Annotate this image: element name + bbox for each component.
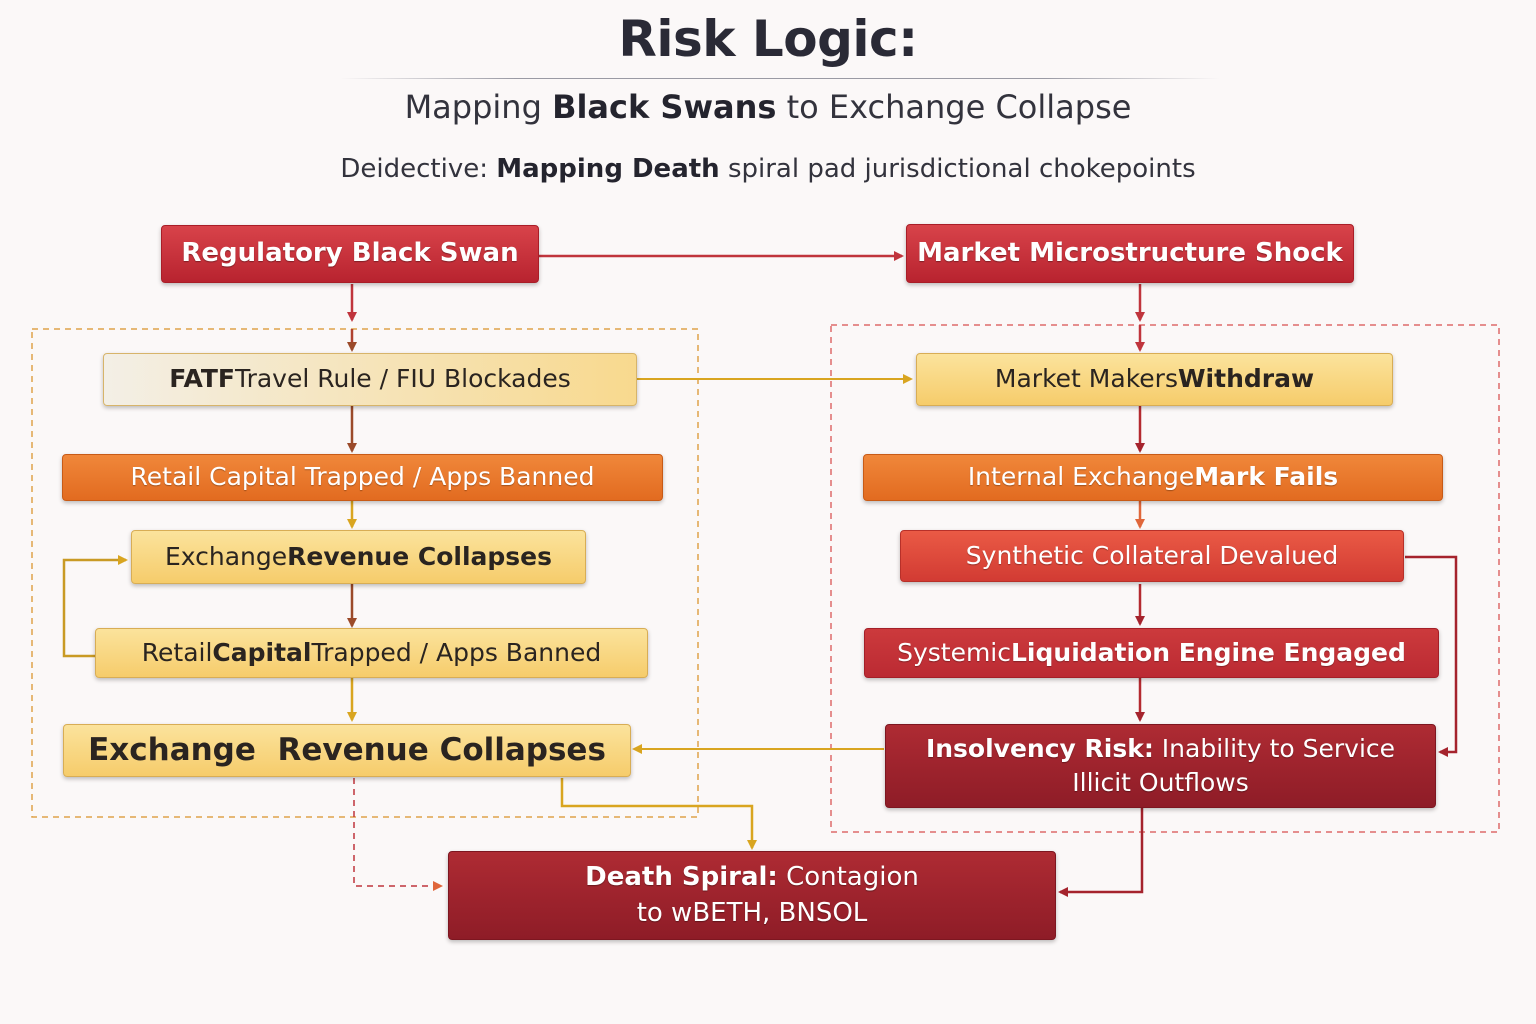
node-retail-capital-trapped-1: Retail Capital Trapped / Apps Banned — [62, 454, 663, 501]
node-death-spiral: Death Spiral: Contagion to wBETH, BNSOL — [448, 851, 1056, 940]
node-systemic-liquidation-engine: Systemic Liquidation Engine Engaged — [864, 628, 1439, 678]
node-retail-capital-trapped-2: Retail Capital Trapped / Apps Banned — [95, 628, 648, 678]
page-title: Risk Logic: — [618, 10, 918, 68]
arrow-revenue-to-death — [560, 778, 757, 850]
node-fatf-travel-rule: FATF Travel Rule / FIU Blockades — [103, 353, 637, 406]
subtitle: Mapping Black Swans to Exchange Collapse — [404, 88, 1132, 126]
tagline: Deidective: Mapping Death spiral pad jur… — [340, 154, 1196, 184]
left-group-frame — [31, 328, 699, 818]
node-market-microstructure-shock: Market Microstructure Shock — [906, 224, 1354, 283]
node-insolvency-risk: Insolvency Risk: Inability to Service Il… — [885, 724, 1436, 808]
insolvency-line-1: Insolvency Risk: Inability to Service — [925, 734, 1396, 764]
node-internal-exchange-mark-fails: Internal Exchange Mark Fails — [863, 454, 1443, 501]
death-spiral-line-2: to wBETH, BNSOL — [636, 897, 868, 928]
node-exchange-revenue-collapses: Exchange Revenue Collapses — [131, 530, 586, 584]
node-regulatory-black-swan: Regulatory Black Swan — [161, 225, 539, 283]
insolvency-line-2: Illicit Outflows — [1072, 768, 1249, 797]
node-exchange-revenue-collapses-big: Exchange Revenue Collapses — [63, 724, 631, 777]
dashed-revenue-to-death — [353, 778, 443, 891]
arrow-insolvency-to-death — [1058, 808, 1144, 897]
loop-synthetic-to-insolvency — [1405, 555, 1458, 757]
node-market-makers-withdraw: Market Makers Withdraw — [916, 353, 1393, 406]
right-group-frame — [830, 324, 1500, 833]
node-synthetic-collateral-devalued: Synthetic Collateral Devalued — [900, 530, 1404, 582]
title-divider — [340, 78, 1220, 79]
loop-retail2-to-revenue — [62, 555, 128, 658]
death-spiral-line-1: Death Spiral: Contagion — [585, 862, 919, 893]
